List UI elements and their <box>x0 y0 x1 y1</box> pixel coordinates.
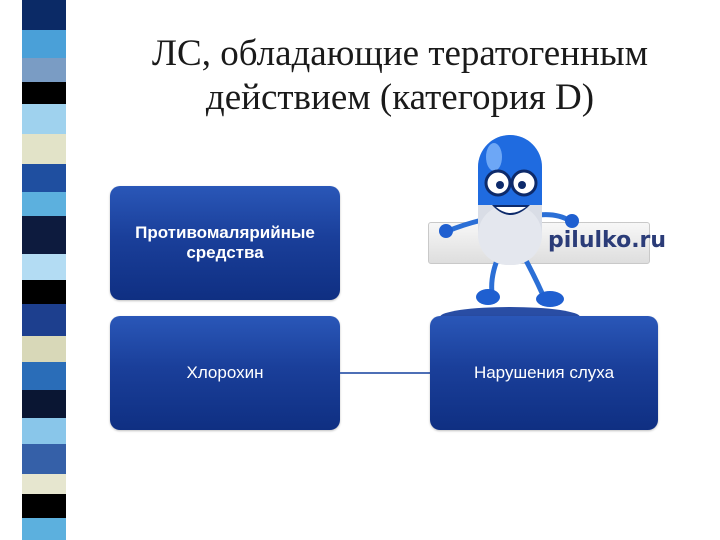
title-line-2: действием (категория D) <box>205 77 595 118</box>
decorative-stripe <box>22 0 66 540</box>
adverse-effect-box: Нарушения слуха <box>430 316 658 430</box>
drug-name-label: Хлорохин <box>186 363 264 382</box>
drug-name-box: Хлорохин <box>110 316 340 430</box>
pill-mascot-icon <box>439 135 580 325</box>
drug-class-line-2: средства <box>186 243 264 262</box>
logo-text: pilulko.ru <box>548 228 667 253</box>
drug-class-box: Противомалярийные средства <box>110 186 340 300</box>
slide-title: ЛС, обладающие тератогенным действием (к… <box>90 32 710 120</box>
adverse-effect-label: Нарушения слуха <box>473 363 615 382</box>
drug-class-line-1: Противомалярийные <box>135 223 315 242</box>
title-line-1: ЛС, обладающие тератогенным <box>151 33 649 74</box>
connector-line <box>340 372 430 374</box>
